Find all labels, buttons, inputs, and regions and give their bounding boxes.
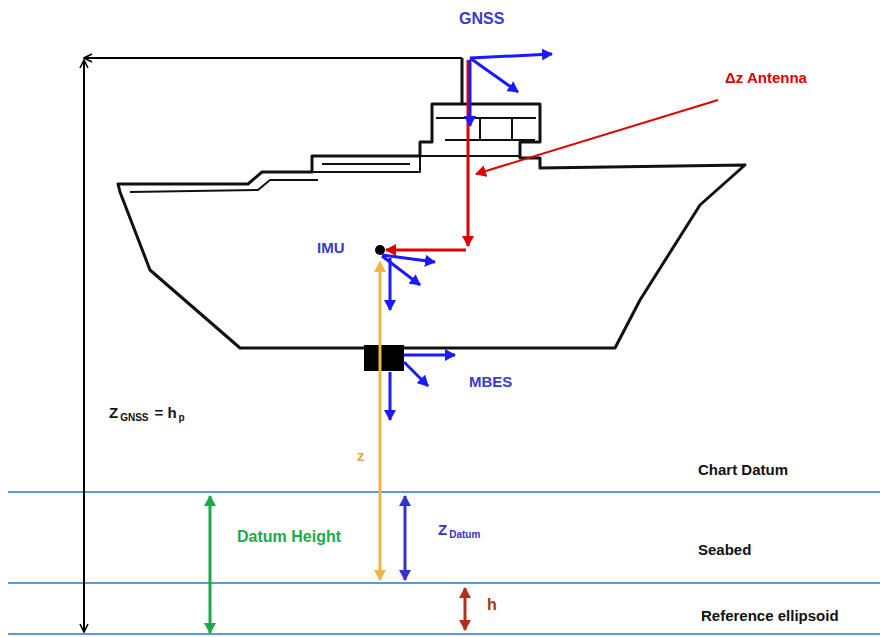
zdatum-arrow: [404, 496, 407, 580]
zgnss-subscript: GNSS: [119, 412, 149, 423]
ship-outline: [118, 58, 745, 348]
zdatum-symbol: Z: [437, 522, 448, 539]
mbes-label: MBES: [468, 374, 513, 391]
antenna-offset-label: Δz Antenna: [724, 70, 808, 87]
imu-label: IMU: [316, 240, 346, 257]
zdatum-subscript: Datum: [448, 529, 481, 540]
chart-datum-label: Chart Datum: [697, 462, 789, 479]
datum-height-label: Datum Height: [236, 528, 342, 546]
zgnss-equals: = h: [154, 405, 178, 422]
h-arrow: [464, 588, 467, 630]
imu-axes: [382, 255, 435, 310]
ellipsoid-label: Reference ellipsoid: [700, 608, 840, 625]
lever-arms: [386, 60, 718, 250]
mbes-axes: [390, 355, 455, 420]
height-arrow: [83, 60, 85, 632]
h-label: h: [486, 596, 498, 614]
z-label: z: [356, 448, 366, 465]
gnss-label: GNSS: [458, 10, 505, 28]
height-ref-line: [84, 57, 462, 59]
datum-height-arrow: [209, 496, 212, 633]
hp-subscript: p: [178, 412, 186, 423]
datum-lines: [8, 492, 880, 634]
mbes-transducer: [364, 345, 404, 371]
zgnss-symbol: Z: [108, 405, 119, 422]
gnss-axes: [470, 54, 552, 126]
imu-dot: [375, 245, 385, 255]
seabed-label: Seabed: [697, 542, 752, 559]
z-arrow: [379, 262, 382, 580]
